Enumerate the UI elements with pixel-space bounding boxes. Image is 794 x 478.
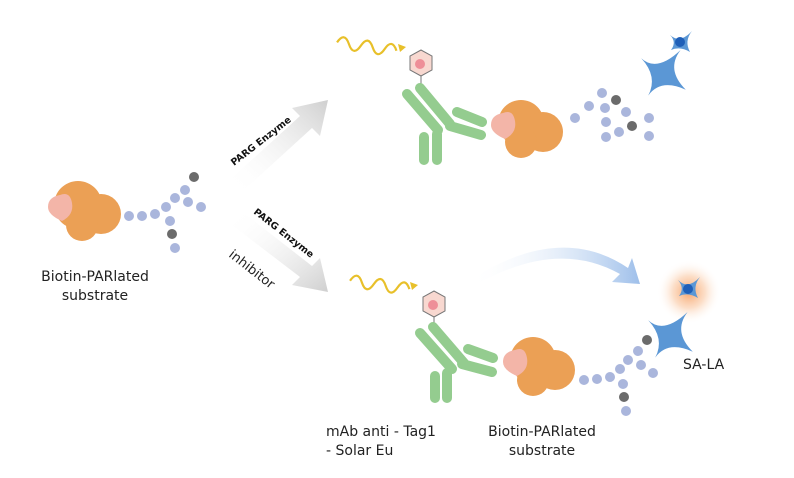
streptavidin-icon [641,31,692,96]
antibody-icon [415,322,498,403]
antibody-label: mAb anti - Tag1 - Solar Eu [326,423,436,461]
bottom-scenario [349,247,721,416]
label-line: - Solar Eu [326,443,394,459]
energy-transfer-arrow [470,247,640,286]
par-chain-icon [124,172,206,253]
biotin-icon [189,172,199,182]
label-line: substrate [61,288,129,304]
lanthanide-icon [675,37,685,47]
antibody-icon [402,83,487,165]
bottom-substrate-label: Biotin-PARlated substrate [482,423,602,461]
par-chain-icon [579,335,658,416]
label-line: mAb anti - Tag1 [326,424,436,440]
streptavidin-icon [648,277,700,358]
label-line: Biotin-PARlated [488,424,596,440]
protein-icon [503,337,575,396]
protein-icon [491,100,563,158]
light-wave-icon [349,274,411,294]
protein-icon [48,181,121,241]
free-par-fragments-icon [570,88,654,142]
top-scenario [336,31,692,165]
inhibitor-label: inhibitor [226,247,278,292]
arrow-parg-enzyme-bottom: PARG Enzyme inhibitor [226,207,328,293]
biotin-icon [642,335,652,345]
europium-chelate-icon [422,290,446,325]
arrow-parg-enzyme-top: PARG Enzyme [229,100,328,190]
europium-chelate-icon [409,49,433,85]
sa-la-label: SA-LA [683,357,725,373]
lanthanide-icon [683,284,693,294]
left-substrate-label: Biotin-PARlated substrate [30,268,160,306]
biotin-icon [167,229,177,239]
left-substrate [48,172,206,253]
biotin-icon [619,392,629,402]
label-line: substrate [508,443,576,459]
light-wave-icon [336,36,398,56]
label-line: Biotin-PARlated [41,269,149,285]
